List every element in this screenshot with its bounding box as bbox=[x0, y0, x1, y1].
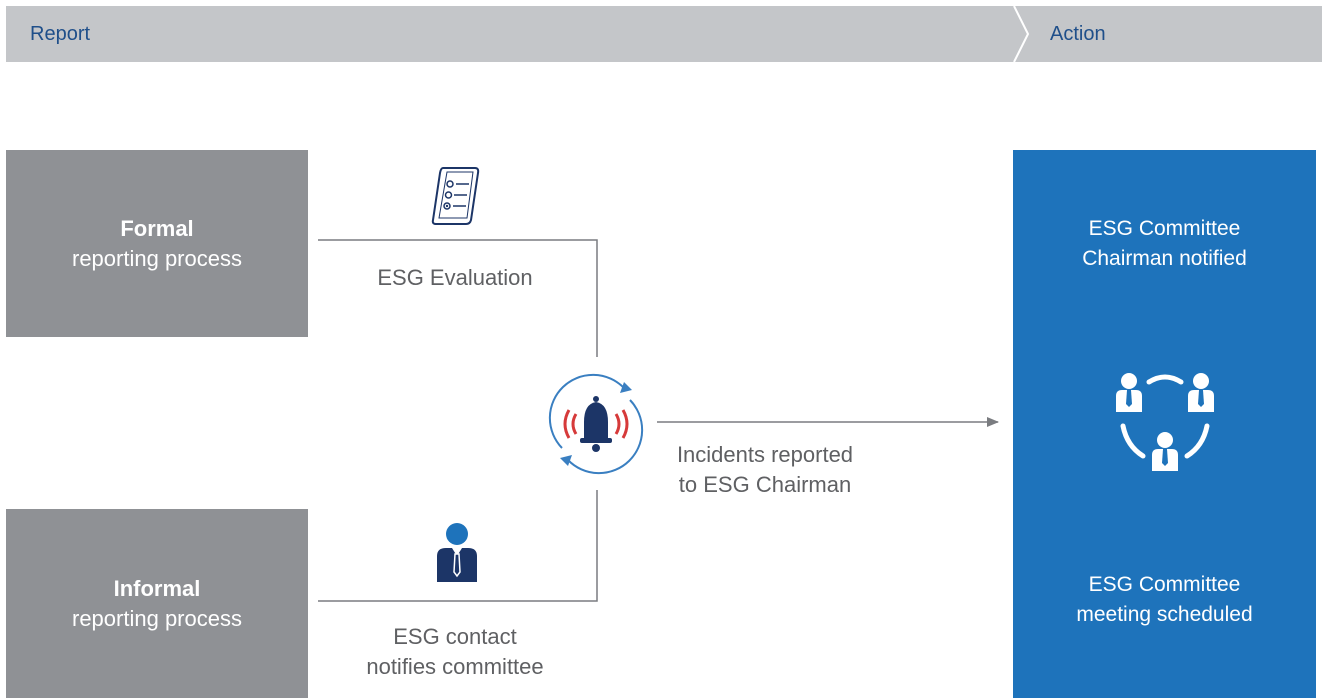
action-box: ESG Committee Chairman notified ESG Comm… bbox=[1013, 150, 1316, 698]
informal-reporting-box: Informal reporting process bbox=[6, 509, 308, 698]
formal-reporting-box: Formal reporting process bbox=[6, 150, 308, 337]
incidents-line-1: Incidents reported bbox=[676, 442, 854, 467]
meeting-line-2: meeting scheduled bbox=[1076, 603, 1253, 626]
meeting-line-1: ESG Committee bbox=[1088, 573, 1241, 596]
esg-contact-label: ESG contact notifies committee bbox=[330, 622, 580, 682]
chairman-notified-text: ESG Committee Chairman notified bbox=[1013, 214, 1316, 274]
committee-meeting-icon bbox=[1116, 373, 1214, 471]
checklist-document-icon bbox=[431, 167, 480, 225]
chairman-line-1: ESG Committee bbox=[1088, 217, 1241, 240]
formal-subtitle: reporting process bbox=[72, 245, 242, 271]
report-stage-label: Report bbox=[30, 23, 91, 45]
meeting-scheduled-text: ESG Committee meeting scheduled bbox=[1013, 570, 1316, 630]
incidents-reported-label: Incidents reported to ESG Chairman bbox=[640, 440, 890, 500]
formal-title: Formal bbox=[120, 215, 194, 241]
header-bar-shape bbox=[6, 6, 1322, 62]
process-header-bar: Report Action bbox=[6, 6, 1322, 62]
person-icon bbox=[437, 523, 477, 582]
alarm-bell-icon bbox=[548, 373, 644, 475]
chairman-line-2: Chairman notified bbox=[1082, 247, 1247, 270]
formal-connector bbox=[318, 239, 598, 357]
action-stage-label: Action bbox=[1050, 23, 1106, 45]
esg-evaluation-label: ESG Evaluation bbox=[377, 265, 533, 290]
informal-connector bbox=[318, 490, 598, 602]
contact-line-2: notifies committee bbox=[366, 654, 544, 679]
incidents-line-2: to ESG Chairman bbox=[678, 472, 852, 497]
informal-title: Informal bbox=[113, 575, 201, 601]
contact-line-1: ESG contact bbox=[393, 624, 517, 649]
informal-subtitle: reporting process bbox=[72, 605, 242, 631]
